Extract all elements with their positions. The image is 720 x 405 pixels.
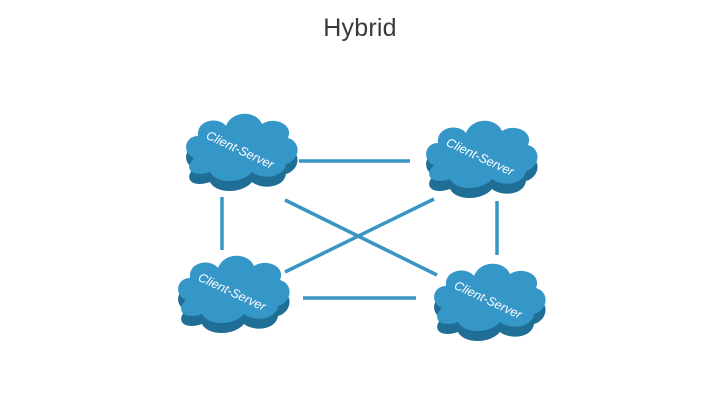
cloud-node-bottom-left: Client-Server [178,255,290,333]
connector-lines [220,159,499,300]
cloud-node-top-left: Client-Server [186,113,298,192]
diagram-title: Hybrid [323,14,397,42]
cloud-node-bottom-right: Client-Server [434,263,546,341]
connector-top-right-bottom-left [284,197,435,274]
connector-top-left-bottom-right [284,198,438,277]
cloud-node-top-right: Client-Server [426,120,538,199]
